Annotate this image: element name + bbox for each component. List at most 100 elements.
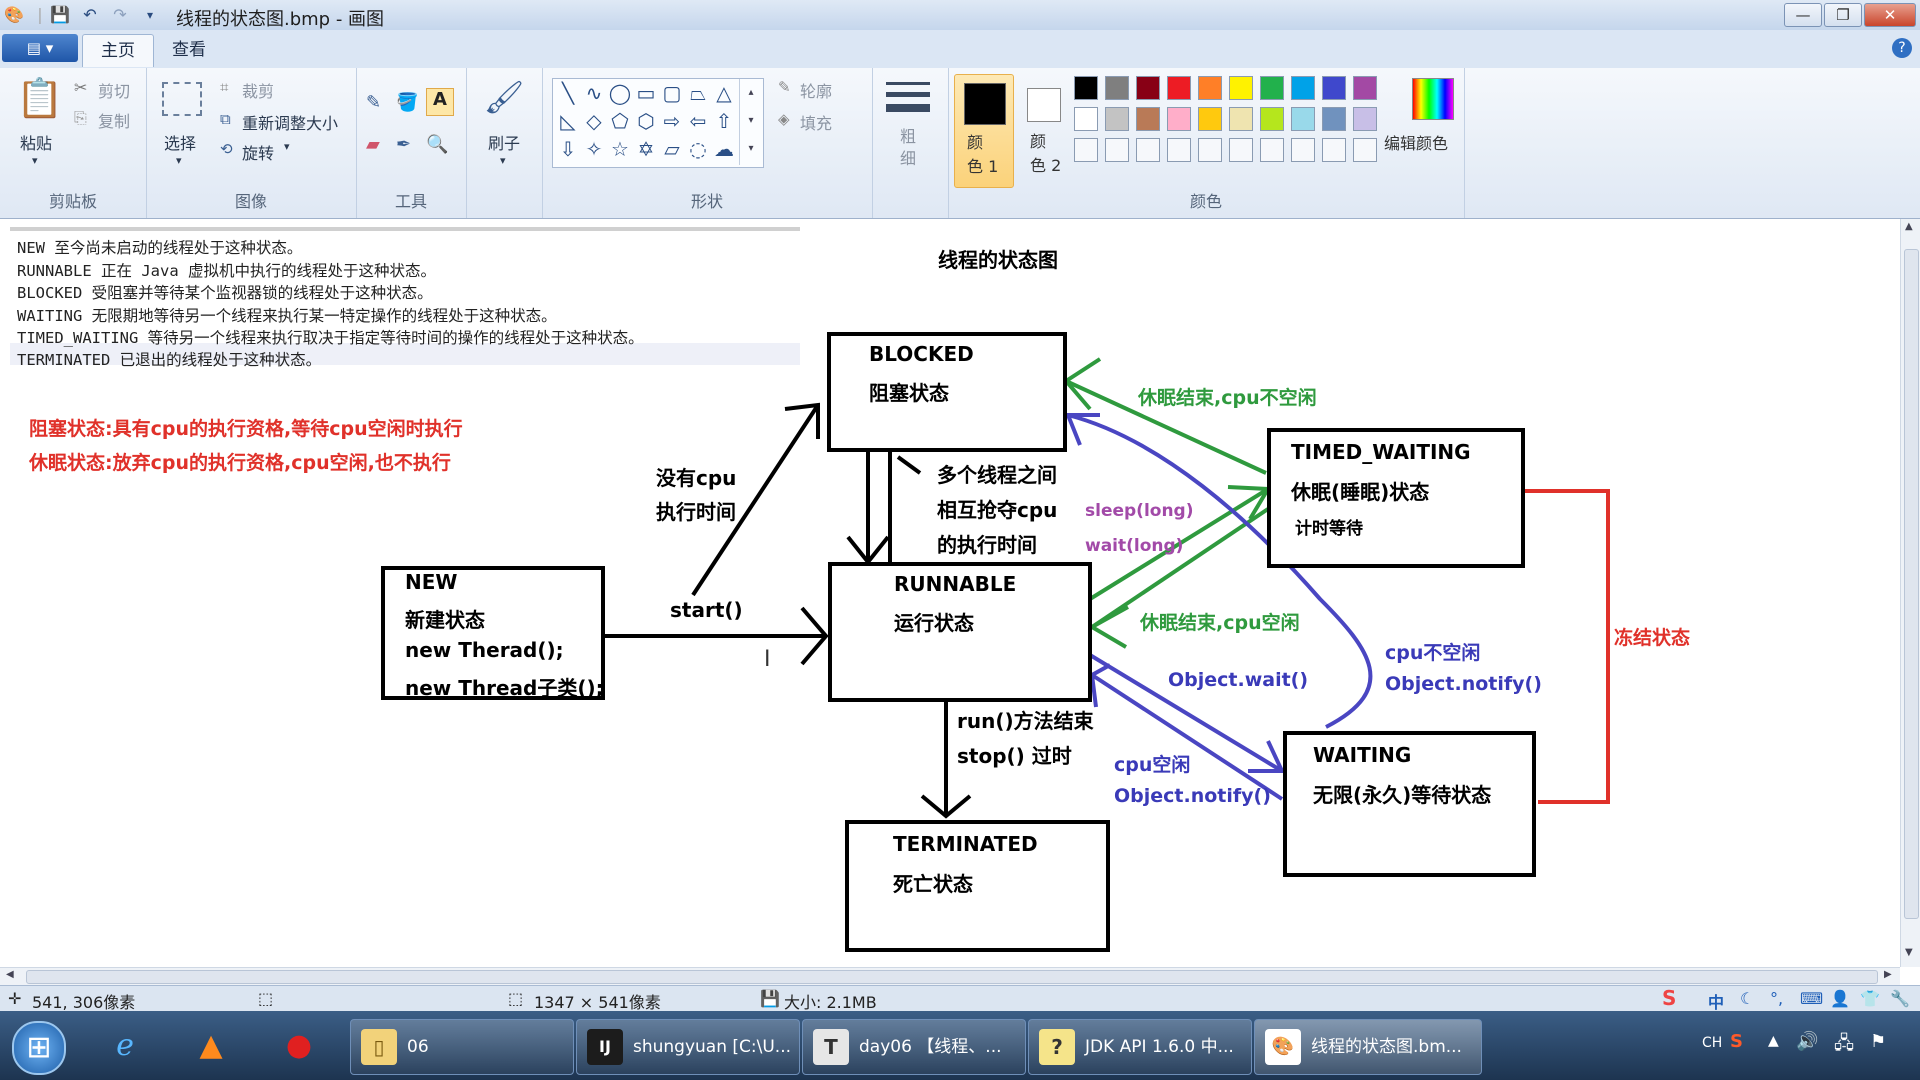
paint-menu-button[interactable]: ▤ ▾ (2, 34, 78, 62)
fill-bucket-icon[interactable]: 🪣 (396, 92, 419, 113)
rotate-icon[interactable]: ⟲ (220, 140, 233, 158)
four-point-star-shape-icon[interactable]: ✧ (585, 137, 603, 161)
color2-selector[interactable]: 颜 色 2 (1018, 74, 1076, 186)
redo-icon[interactable]: ↷ (113, 5, 127, 24)
vertical-scroll-thumb[interactable] (1904, 249, 1919, 919)
curve-shape-icon[interactable]: ∿ (585, 81, 603, 105)
palette-swatch[interactable] (1291, 76, 1315, 100)
shapes-gallery-scroll[interactable]: ▴▾▾ (739, 79, 762, 165)
palette-swatch[interactable] (1291, 107, 1315, 131)
palette-swatch[interactable] (1136, 76, 1160, 100)
palette-swatch[interactable] (1198, 107, 1222, 131)
palette-swatch[interactable] (1105, 107, 1129, 131)
rectangle-shape-icon[interactable]: ▭ (636, 81, 656, 105)
text-tool-icon[interactable]: A (426, 88, 454, 116)
eraser-icon[interactable]: ▰ (366, 134, 380, 155)
palette-swatch[interactable] (1260, 76, 1284, 100)
oval-shape-icon[interactable]: ◯ (608, 81, 632, 105)
palette-swatch[interactable] (1229, 76, 1253, 100)
tray-sogou-icon[interactable]: S (1730, 1031, 1743, 1052)
undo-icon[interactable]: ↶ (83, 5, 97, 24)
color-picker-icon[interactable]: ✒ (396, 134, 412, 155)
diamond-shape-icon[interactable]: ◇ (586, 109, 602, 133)
palette-swatch[interactable] (1167, 107, 1191, 131)
triangle-shape-icon[interactable]: △ (716, 81, 732, 105)
ime-punctuation-icon[interactable]: °, (1770, 989, 1784, 1008)
five-point-star-shape-icon[interactable]: ☆ (611, 137, 629, 161)
tray-expand-icon[interactable]: ▲ (1768, 1033, 1779, 1049)
ime-mode[interactable]: 中 (1708, 993, 1725, 1012)
rounded-callout-shape-icon[interactable]: ▱ (664, 137, 680, 161)
brushes-dropdown-icon[interactable]: ▾ (500, 154, 506, 167)
down-arrow-shape-icon[interactable]: ⇩ (559, 137, 577, 161)
resize-button[interactable]: 重新调整大小 (242, 114, 339, 133)
rounded-rectangle-shape-icon[interactable]: ▢ (662, 81, 682, 105)
paste-button[interactable]: 粘贴 (20, 134, 53, 153)
outline-button[interactable]: 轮廓 (800, 82, 833, 101)
save-icon[interactable]: 💾 (50, 5, 70, 24)
sogou-ime-icon[interactable]: S (1662, 986, 1677, 1010)
scroll-left-icon[interactable]: ◀ (6, 969, 14, 980)
palette-swatch[interactable] (1074, 107, 1098, 131)
taskbar-item-paint[interactable]: 🎨线程的状态图.bm... (1254, 1019, 1482, 1075)
crop-icon[interactable]: ⌗ (220, 78, 229, 96)
tray-network-icon[interactable]: 🖧 (1834, 1033, 1855, 1054)
outline-icon[interactable]: ✎ (778, 78, 791, 96)
hexagon-shape-icon[interactable]: ⬡ (637, 109, 655, 133)
palette-swatch[interactable] (1167, 76, 1191, 100)
fill-button[interactable]: 填充 (800, 114, 833, 133)
palette-swatch[interactable] (1322, 107, 1346, 131)
edit-colors-icon[interactable] (1412, 78, 1454, 120)
palette-empty-swatch[interactable] (1074, 138, 1098, 162)
palette-empty-swatch[interactable] (1229, 138, 1253, 162)
cut-button[interactable]: 剪切 (98, 82, 131, 101)
left-arrow-shape-icon[interactable]: ⇦ (689, 109, 707, 133)
ime-moon-icon[interactable]: ☾ (1740, 989, 1755, 1008)
select-icon[interactable] (162, 82, 202, 116)
scroll-up-icon[interactable]: ▲ (1905, 221, 1913, 232)
fill-icon[interactable]: ◈ (778, 110, 790, 128)
help-icon[interactable]: ? (1892, 38, 1912, 58)
pentagon-shape-icon[interactable]: ⬠ (611, 109, 629, 133)
crop-button[interactable]: 裁剪 (242, 82, 275, 101)
language-indicator[interactable]: CH (1702, 1035, 1723, 1051)
paste-icon[interactable]: 📋 (16, 76, 64, 120)
red-app-icon[interactable]: ● (285, 1028, 313, 1063)
tray-volume-icon[interactable]: 🔊 (1796, 1031, 1819, 1052)
vertical-scrollbar[interactable]: ▲ ▼ (1900, 219, 1920, 967)
tray-action-center-icon[interactable]: ⚑ (1870, 1031, 1887, 1052)
line-shape-icon[interactable]: ╲ (561, 81, 575, 105)
minimize-button[interactable]: — (1784, 3, 1822, 27)
select-button[interactable]: 选择 (164, 134, 197, 153)
pencil-icon[interactable]: ✎ (366, 92, 382, 113)
horizontal-scrollbar[interactable]: ◀ ▶ (0, 967, 1900, 986)
horizontal-scroll-thumb[interactable] (26, 970, 1878, 984)
close-button[interactable]: ✕ (1864, 3, 1916, 27)
color1-selector[interactable]: 颜 色 1 (954, 74, 1014, 188)
palette-swatch[interactable] (1105, 76, 1129, 100)
paint-app-icon[interactable]: 🎨 (4, 5, 24, 24)
palette-swatch[interactable] (1322, 76, 1346, 100)
scroll-down-icon[interactable]: ▼ (1905, 947, 1913, 958)
size-button[interactable]: 粗 细 (900, 127, 917, 168)
tab-view[interactable]: 查看 (172, 40, 206, 60)
palette-swatch[interactable] (1229, 107, 1253, 131)
rotate-button[interactable]: 旋转 (242, 144, 275, 163)
paste-dropdown-icon[interactable]: ▾ (32, 154, 38, 167)
tab-home[interactable]: 主页 (82, 34, 154, 67)
ime-tools-icon[interactable]: 🔧 (1890, 989, 1910, 1008)
right-arrow-shape-icon[interactable]: ⇨ (663, 109, 681, 133)
copy-icon[interactable]: ⎘ (74, 108, 87, 127)
ime-user-icon[interactable]: 👤 (1830, 989, 1850, 1008)
start-button-icon[interactable]: ⊞ (12, 1021, 66, 1075)
oval-callout-shape-icon[interactable]: ◌ (689, 137, 707, 161)
edit-colors-button[interactable]: 编辑颜色 (1384, 134, 1449, 153)
cloud-callout-shape-icon[interactable]: ☁ (714, 137, 734, 161)
ime-skin-icon[interactable]: 👕 (1860, 989, 1880, 1008)
palette-empty-swatch[interactable] (1291, 138, 1315, 162)
palette-swatch[interactable] (1074, 76, 1098, 100)
brush-icon[interactable]: 🖌 (483, 78, 525, 116)
rotate-dropdown-icon[interactable]: ▾ (284, 140, 290, 153)
select-dropdown-icon[interactable]: ▾ (176, 154, 182, 167)
